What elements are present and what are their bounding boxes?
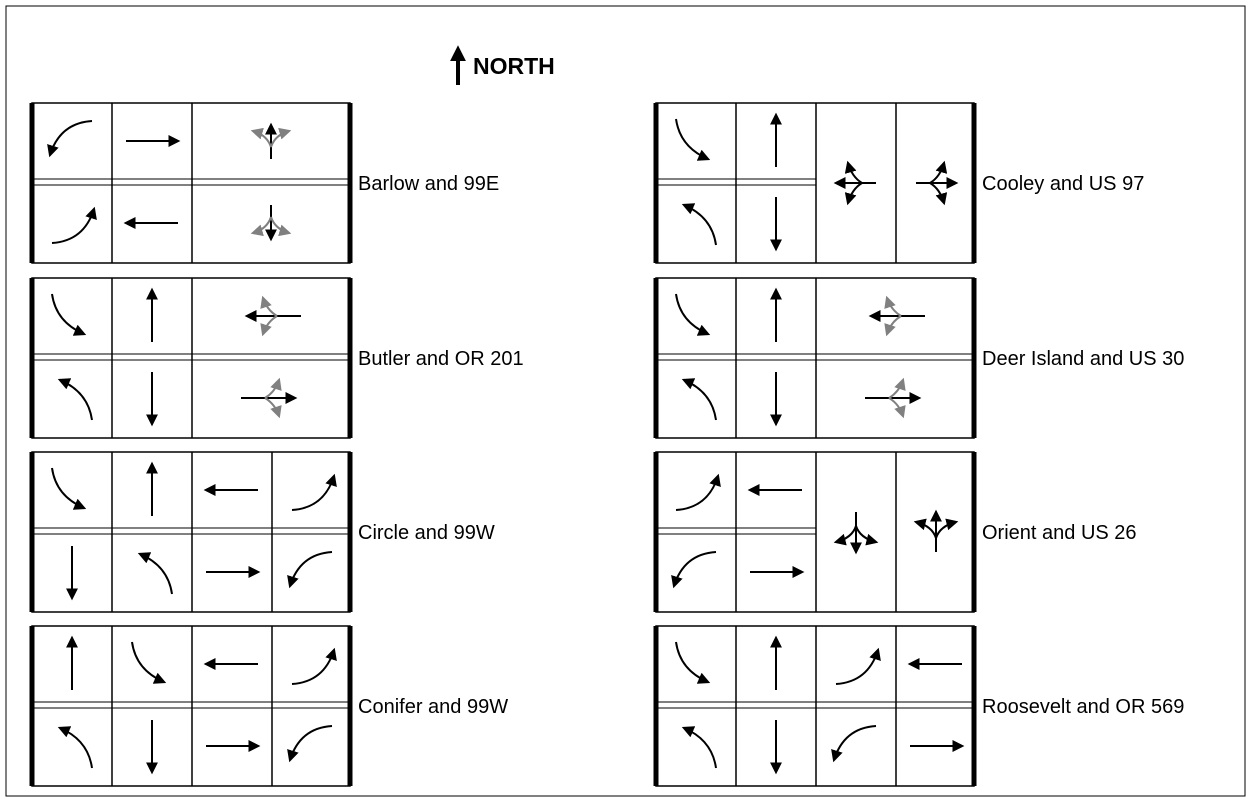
intersection-label: Butler and OR 201 — [358, 348, 524, 370]
intersection-diagram: Cooley and US 97 — [653, 102, 1144, 264]
curve-right-up-arrow-icon — [835, 647, 881, 685]
curve-right-up-arrow-icon — [291, 473, 337, 511]
curve-right-down-arrow-icon — [51, 293, 87, 336]
curve-left-down-arrow-icon — [831, 725, 877, 763]
curve-left-down-arrow-icon — [47, 120, 93, 158]
curve-left-down-arrow-icon — [287, 725, 333, 763]
intersection-diagram: Conifer and 99W — [29, 625, 508, 787]
curve-right-up-arrow-icon — [51, 206, 97, 244]
intersection-diagram: Barlow and 99E — [29, 102, 499, 264]
curve-right-up-arrow-icon — [675, 473, 721, 511]
curve-right-up-arrow-icon — [291, 647, 337, 685]
north-indicator: NORTH — [450, 45, 555, 85]
curve-left-up-arrow-icon — [681, 203, 717, 246]
intersection-label: Orient and US 26 — [982, 522, 1137, 544]
merge-down-black-full-icon — [833, 512, 879, 555]
fork-left-gray-icon — [244, 295, 301, 337]
curve-left-up-arrow-icon — [57, 378, 93, 421]
fork-left-gray-icon — [868, 295, 925, 337]
curve-left-down-arrow-icon — [671, 551, 717, 589]
intersection-label: Cooley and US 97 — [982, 173, 1144, 195]
intersection-diagram: Roosevelt and OR 569 — [653, 625, 1184, 787]
north-label: NORTH — [473, 53, 555, 79]
intersection-label: Deer Island and US 30 — [982, 348, 1184, 370]
intersection-label: Roosevelt and OR 569 — [982, 696, 1184, 718]
merge-up-gray-icon — [250, 122, 292, 159]
intersection-label: Circle and 99W — [358, 522, 495, 544]
curve-right-down-arrow-icon — [675, 641, 711, 684]
curve-right-down-arrow-icon — [131, 641, 167, 684]
curve-right-down-arrow-icon — [51, 467, 87, 510]
diagram-frame — [31, 277, 351, 439]
merge-up-black-full-icon — [913, 509, 959, 552]
intersection-diagram: Circle and 99W — [29, 451, 495, 613]
merge-down-gray-icon — [250, 205, 292, 242]
intersection-label: Conifer and 99W — [358, 696, 508, 718]
fork-right-gray-icon — [241, 377, 298, 419]
intersection-diagram: Orient and US 26 — [653, 451, 1137, 613]
diagram-frame — [31, 625, 351, 787]
diagram-frame — [31, 102, 351, 264]
intersection-diagram: Deer Island and US 30 — [653, 277, 1184, 439]
curve-left-up-arrow-icon — [681, 378, 717, 421]
intersection-diagram: Butler and OR 201 — [29, 277, 524, 439]
intersection-label: Barlow and 99E — [358, 173, 499, 195]
diagram-frame — [655, 625, 975, 787]
diagram-frame — [655, 451, 975, 613]
curve-left-up-arrow-icon — [57, 726, 93, 769]
curve-left-up-arrow-icon — [137, 552, 173, 595]
fork-right-black-full-icon — [916, 160, 959, 206]
curve-left-up-arrow-icon — [681, 726, 717, 769]
diagram-frame — [655, 277, 975, 439]
curve-right-down-arrow-icon — [675, 118, 711, 161]
fork-right-gray-icon — [865, 377, 922, 419]
curve-right-down-arrow-icon — [675, 293, 711, 336]
diagram-frame — [31, 451, 351, 613]
fork-left-black-full-icon — [833, 160, 876, 206]
curve-left-down-arrow-icon — [287, 551, 333, 589]
